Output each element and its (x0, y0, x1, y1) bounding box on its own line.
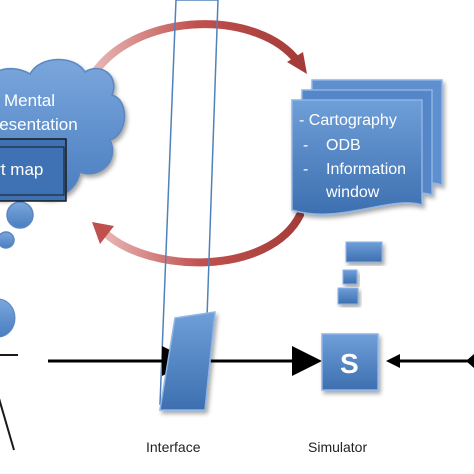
step-square-3 (337, 287, 359, 305)
user-figure (0, 298, 18, 451)
bottom-cycle-arrow (92, 211, 304, 267)
cloud-title-line1: Mental (4, 91, 55, 110)
doc-item-odb: ODB (326, 137, 361, 154)
interface-block (159, 311, 216, 411)
thought-bubble-2 (0, 231, 15, 249)
doc-item2-dash: - (303, 137, 308, 154)
step-square-2 (342, 269, 358, 285)
thought-bubble-1 (6, 201, 34, 229)
chart-map-label: Chart map (0, 160, 43, 179)
doc-item-cartography: - Cartography (299, 112, 397, 129)
step-square-1 (345, 241, 383, 263)
chart-map-box (0, 138, 67, 202)
top-cycle-arrow (91, 20, 307, 76)
doc-item3-dash: - (303, 161, 308, 178)
user-head (0, 298, 16, 338)
interface-label: Interface (146, 439, 201, 455)
doc-item-information: Information (326, 161, 406, 178)
simulator-block (321, 333, 379, 391)
arrow-head-left-into-simulator (386, 354, 400, 368)
chart-map-box-inner (0, 146, 65, 196)
simulator-letter: S (340, 348, 359, 379)
simulator-label: Simulator (308, 439, 367, 455)
arrow-head-right-edge (466, 354, 474, 368)
cloud-title-line2: representation (0, 115, 78, 134)
document-stack (291, 79, 443, 215)
doc-item-window: window (325, 184, 380, 201)
